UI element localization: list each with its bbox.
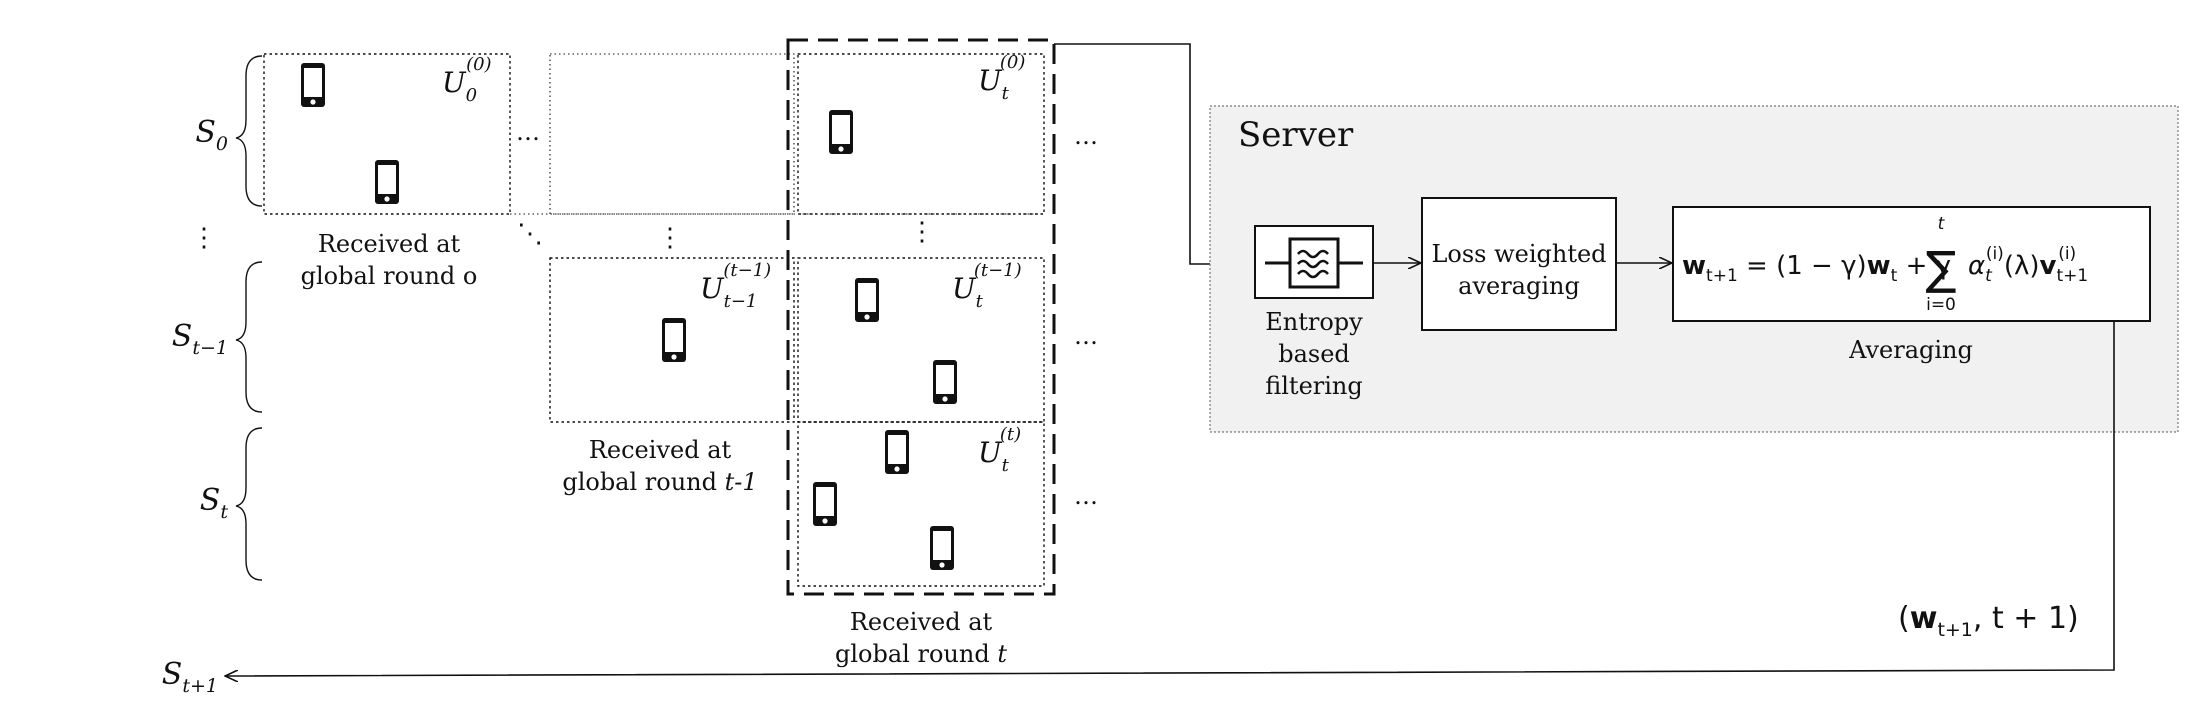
phone-icon	[885, 430, 909, 474]
svg-text:i=0: i=0	[1926, 295, 1956, 315]
averaging-formula: wt+1 = (1 − γ)wt + γ ∑ t i=0 αt(i)(λ)vt+…	[1682, 214, 2088, 315]
broadcast-label: (wt+1, t + 1)	[1898, 601, 2079, 641]
svg-text:αt(i)(λ)vt+1(i): αt(i)(λ)vt+1(i)	[1968, 244, 2088, 286]
filter-icon	[1265, 237, 1363, 289]
loss-block-line2: averaging	[1458, 272, 1580, 300]
phone-icon	[375, 160, 399, 204]
horizontal-ellipsis: …	[1074, 122, 1098, 150]
round-t-outer-box	[786, 38, 1056, 596]
round-t1-column-top	[549, 53, 795, 215]
filter-caption-line2: based	[1278, 340, 1350, 368]
brace-s0	[235, 55, 263, 207]
user-group-u0: U0(0)	[442, 54, 492, 106]
vertical-ellipsis-left: ⋮	[191, 223, 217, 253]
set-label-s0: S0	[195, 115, 228, 155]
received-round0-line2: global round o	[301, 262, 478, 290]
phone-icon	[829, 110, 853, 154]
received-round-t1-line1: Received at	[589, 436, 732, 464]
filter-caption-line3: filtering	[1265, 372, 1363, 400]
server-title: Server	[1238, 115, 1354, 155]
received-round-t-line2: global round t	[835, 640, 1007, 668]
phone-icon	[662, 318, 686, 362]
round-t-cell-t1	[797, 257, 1045, 423]
phone-icon	[930, 526, 954, 570]
loss-weighted-averaging-block	[1421, 197, 1617, 331]
set-label-st: St	[200, 483, 229, 523]
vertical-ellipsis-mid: ⋮	[657, 223, 683, 253]
round-t1-user-box	[549, 257, 795, 423]
horizontal-ellipsis: …	[516, 118, 540, 146]
loss-block-line1: Loss weighted	[1431, 240, 1606, 268]
received-round0-line1: Received at	[318, 230, 461, 258]
phone-icon	[301, 63, 325, 107]
user-group-ut0: Ut(0)	[978, 52, 1025, 104]
phone-icon	[933, 360, 957, 404]
averaging-caption: Averaging	[1848, 336, 1973, 364]
horizontal-ellipsis: …	[1074, 322, 1098, 350]
phone-icon	[855, 278, 879, 322]
received-round-t-line1: Received at	[850, 608, 993, 636]
set-label-st1: St−1	[172, 319, 228, 359]
broadcast-arrow	[225, 321, 2115, 676]
svg-text:t: t	[1938, 214, 1946, 234]
round-t-cell-t	[797, 421, 1045, 587]
set-label-snext: St+1	[162, 657, 218, 697]
averaging-formula-block	[1672, 206, 2151, 322]
received-round-t1-line2: global round t-1	[562, 468, 757, 496]
vertical-ellipsis-right: ⋮	[909, 217, 935, 247]
user-group-ut1: Ut(t−1)	[952, 260, 1022, 312]
user-group-ut1-prev: Ut−1(t−1)	[700, 260, 771, 312]
round0-user-box	[263, 53, 511, 215]
phone-icon	[813, 482, 837, 526]
horizontal-ellipsis: …	[1074, 482, 1098, 510]
user-group-utt: Ut(t)	[978, 424, 1021, 476]
svg-text:wt+1 = (1 − γ)wt + γ: wt+1 = (1 − γ)wt + γ	[1682, 251, 1951, 286]
diagonal-ellipsis: ⋱	[517, 219, 543, 249]
brace-st1	[235, 261, 263, 413]
filter-caption-line1: Entropy	[1265, 308, 1363, 336]
svg-text:∑: ∑	[1926, 241, 1957, 295]
brace-st	[235, 427, 263, 581]
